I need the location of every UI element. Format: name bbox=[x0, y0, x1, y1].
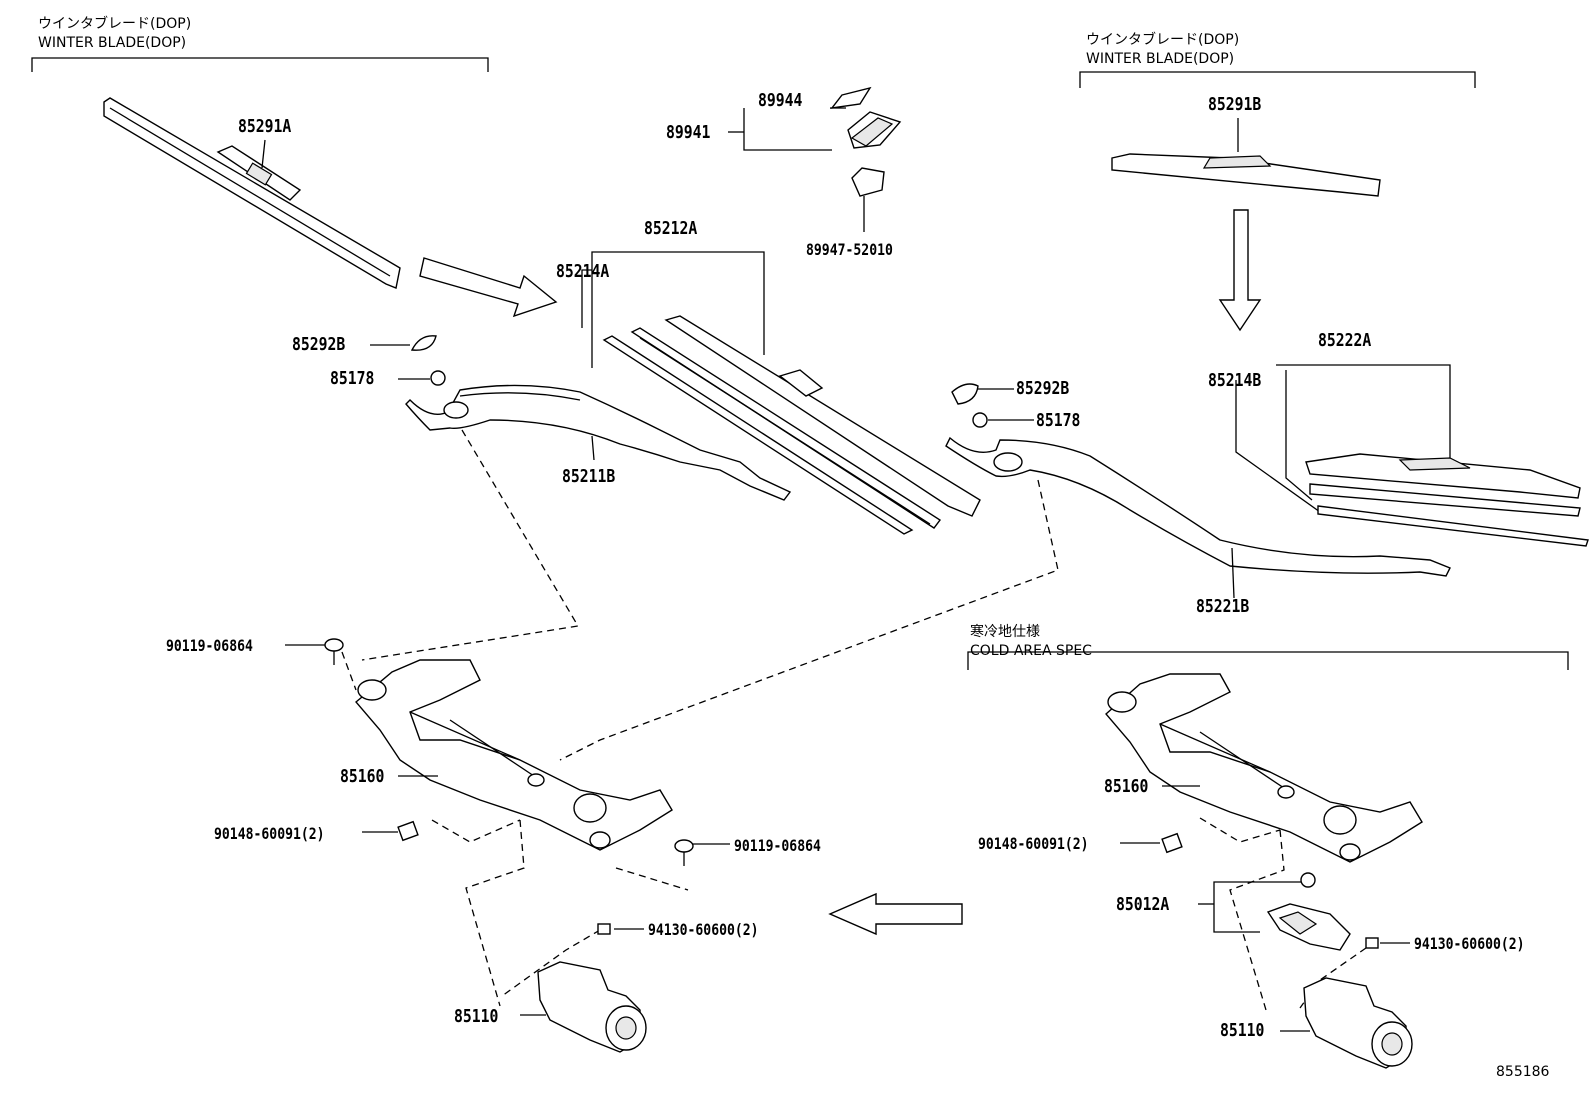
part-label-90119-06864-a[interactable]: 90119-06864 bbox=[166, 636, 253, 655]
part-label-85178-left[interactable]: 85178 bbox=[330, 368, 375, 389]
direction-arrow-right bbox=[419, 257, 558, 318]
cold-area-jp: 寒冷地仕様 bbox=[970, 624, 1040, 640]
clip-89947[interactable] bbox=[851, 167, 885, 232]
part-label-85212A[interactable]: 85212A bbox=[644, 218, 698, 239]
cap-85292B-left[interactable] bbox=[410, 335, 437, 351]
wiper-motor-85110-right[interactable] bbox=[1303, 977, 1413, 1069]
bracket-89941 bbox=[743, 108, 832, 151]
winter-blade-left-bracket bbox=[31, 57, 489, 72]
cold-area-en: COLD AREA SPEC bbox=[970, 643, 1092, 659]
winter-blade-right-jp: ウインタブレード(DOP) bbox=[1086, 32, 1240, 48]
part-label-89944[interactable]: 89944 bbox=[758, 90, 803, 111]
nut-85012A-part[interactable] bbox=[1300, 872, 1316, 888]
part-label-85110-right[interactable]: 85110 bbox=[1220, 1020, 1265, 1041]
part-label-85211B[interactable]: 85211B bbox=[562, 466, 616, 487]
wiper-motor-85110-left[interactable] bbox=[537, 961, 647, 1053]
direction-arrow-left bbox=[828, 892, 963, 936]
part-label-85292B-left[interactable]: 85292B bbox=[292, 334, 346, 355]
direction-arrow-down bbox=[1218, 209, 1262, 332]
bracket-85222A bbox=[1296, 364, 1451, 460]
dashed-guide-right-arm bbox=[559, 479, 1059, 761]
nut-85178-right[interactable] bbox=[972, 412, 988, 428]
part-label-85160-right[interactable]: 85160 bbox=[1104, 776, 1149, 797]
nut-94130-left[interactable] bbox=[597, 923, 611, 935]
cold-area-bracket bbox=[967, 651, 1569, 670]
part-label-85291A[interactable]: 85291A bbox=[238, 116, 292, 137]
bolt-90119-b[interactable] bbox=[674, 839, 694, 866]
dashed-guide-left-arm bbox=[361, 429, 580, 661]
label-sticker-89944[interactable] bbox=[830, 86, 872, 109]
wiper-linkage-85160-left[interactable] bbox=[355, 659, 673, 851]
cap-85292B-right[interactable] bbox=[951, 383, 979, 405]
wiper-refill-85214B[interactable] bbox=[1317, 505, 1589, 547]
winter-blade-left-en: WINTER BLADE(DOP) bbox=[38, 35, 187, 51]
part-label-85291B[interactable]: 85291B bbox=[1208, 94, 1262, 115]
part-label-90148-60091-left[interactable]: 90148-60091(2) bbox=[214, 824, 325, 843]
part-label-85292B-right[interactable]: 85292B bbox=[1016, 378, 1070, 399]
part-label-85160-left[interactable]: 85160 bbox=[340, 766, 385, 787]
part-label-85214A[interactable]: 85214A bbox=[556, 261, 610, 282]
part-label-85214B[interactable]: 85214B bbox=[1208, 370, 1262, 391]
nut-85178-left[interactable] bbox=[430, 370, 446, 386]
bracket-85212A bbox=[591, 251, 765, 368]
wiper-blade-85222A[interactable] bbox=[1305, 453, 1581, 517]
part-label-85221B[interactable]: 85221B bbox=[1196, 596, 1250, 617]
winter-blade-right-en: WINTER BLADE(DOP) bbox=[1086, 51, 1235, 67]
part-label-90148-60091-right[interactable]: 90148-60091(2) bbox=[978, 834, 1089, 853]
wiper-refill-85214A[interactable] bbox=[602, 335, 914, 535]
part-label-85110-left[interactable]: 85110 bbox=[454, 1006, 499, 1027]
wiper-blade-85212A[interactable] bbox=[630, 315, 981, 529]
dashed-guide-motor-left bbox=[465, 819, 525, 1007]
winter-blade-left[interactable] bbox=[103, 97, 401, 289]
part-label-89941[interactable]: 89941 bbox=[666, 122, 711, 143]
wiper-arm-85211B[interactable] bbox=[405, 384, 792, 501]
part-label-85222A[interactable]: 85222A bbox=[1318, 330, 1372, 351]
bracket-85214B bbox=[1235, 380, 1321, 513]
connector-89941[interactable] bbox=[847, 111, 902, 149]
bracket-85214A bbox=[581, 269, 592, 328]
part-label-85012A[interactable]: 85012A bbox=[1116, 894, 1170, 915]
bolt-90148-right[interactable] bbox=[1161, 832, 1183, 854]
part-label-85178-right[interactable]: 85178 bbox=[1036, 410, 1081, 431]
bolt-90148-left[interactable] bbox=[397, 820, 419, 842]
winter-blade-right[interactable] bbox=[1111, 153, 1381, 197]
heater-85012A[interactable] bbox=[1266, 903, 1351, 951]
nut-94130-right[interactable] bbox=[1365, 937, 1379, 949]
wiper-arm-85221B[interactable] bbox=[945, 436, 1451, 577]
dashed-guide-motor-right bbox=[1229, 829, 1285, 1011]
winter-blade-right-bracket bbox=[1079, 71, 1476, 88]
leader-85291A bbox=[261, 139, 266, 169]
figure-id: 855186 bbox=[1496, 1064, 1550, 1080]
bolt-90119-a[interactable] bbox=[324, 638, 344, 665]
part-label-94130-60600-right[interactable]: 94130-60600(2) bbox=[1414, 934, 1525, 953]
part-label-89947-52010[interactable]: 89947-52010 bbox=[806, 240, 893, 259]
part-label-90119-06864-b[interactable]: 90119-06864 bbox=[734, 836, 821, 855]
winter-blade-left-jp: ウインタブレード(DOP) bbox=[38, 16, 192, 32]
part-label-94130-60600-left[interactable]: 94130-60600(2) bbox=[648, 920, 759, 939]
wiper-linkage-85160-right[interactable] bbox=[1105, 673, 1423, 863]
